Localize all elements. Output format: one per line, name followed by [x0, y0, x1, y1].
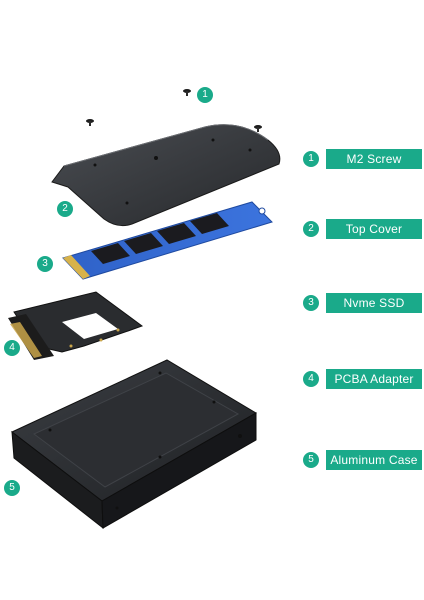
- legend-label: PCBA Adapter: [326, 369, 422, 389]
- legend-label: M2 Screw: [326, 149, 422, 169]
- pcba-adapter: [8, 291, 144, 360]
- legend-number: 3: [303, 295, 319, 311]
- m2-screw: [183, 89, 191, 96]
- m2-screw: [86, 119, 94, 126]
- exploded-view-illustration: [8, 89, 281, 530]
- legend-number: 2: [303, 221, 319, 237]
- m2-screw-group: [86, 89, 262, 132]
- callout-badge-2: 2: [57, 201, 73, 217]
- top-cover: [51, 124, 281, 227]
- callout-badge-3: 3: [37, 256, 53, 272]
- aluminum-case: [11, 359, 257, 530]
- legend-number: 4: [303, 371, 319, 387]
- legend-label: Aluminum Case: [326, 450, 422, 470]
- m2-screw: [254, 125, 262, 132]
- legend-label: Top Cover: [326, 219, 422, 239]
- callout-badge-4: 4: [4, 340, 20, 356]
- legend-number: 5: [303, 452, 319, 468]
- legend-label: Nvme SSD: [326, 293, 422, 313]
- callout-badge-5: 5: [4, 480, 20, 496]
- callout-badge-1: 1: [197, 87, 213, 103]
- nvme-ssd: [62, 201, 273, 280]
- legend-number: 1: [303, 151, 319, 167]
